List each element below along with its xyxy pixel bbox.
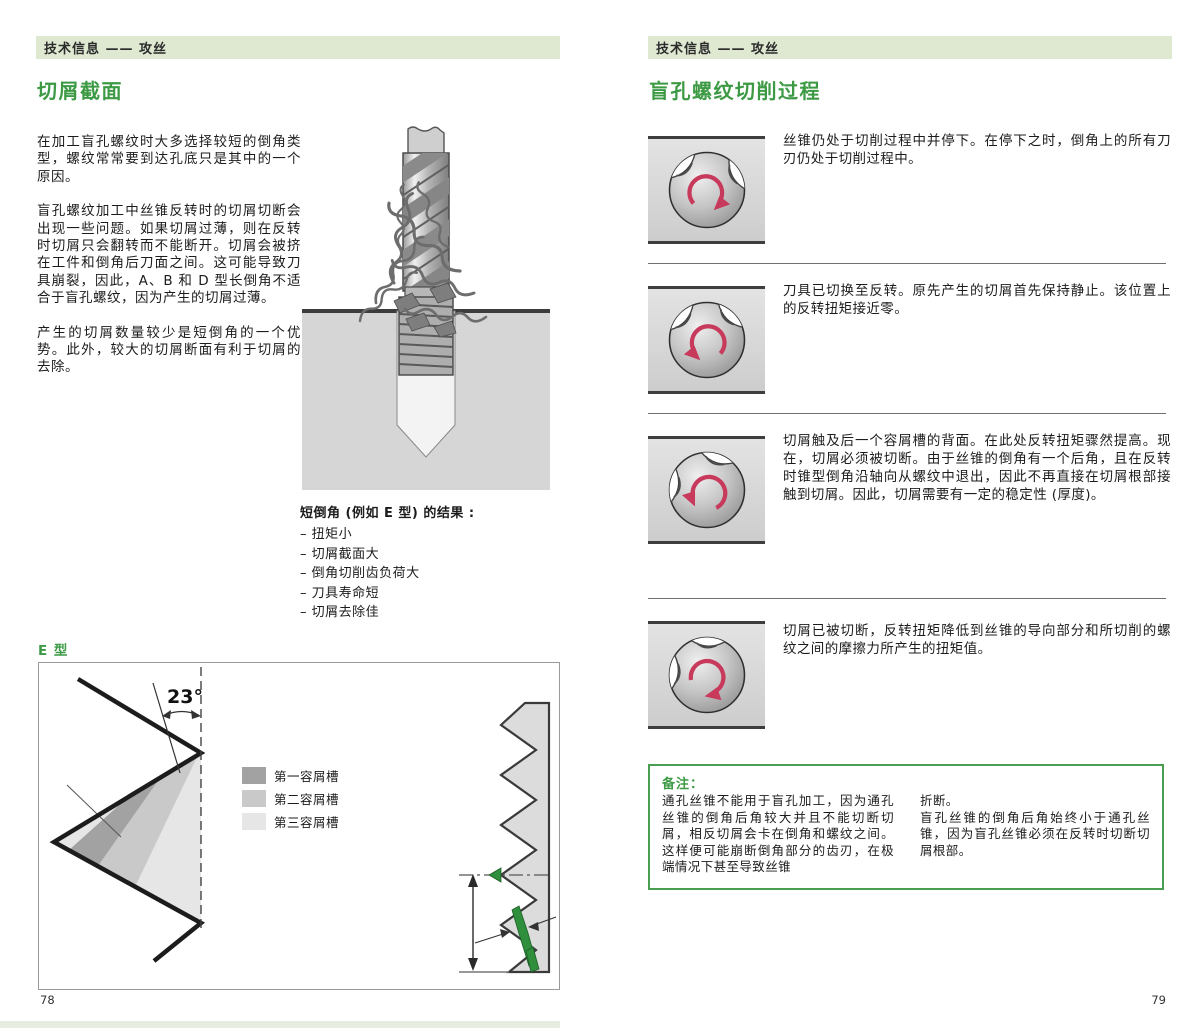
note-column-2-line-1: 折断。	[920, 793, 959, 808]
caption-item: – 刀具寿命短	[300, 585, 380, 601]
legend-label: 第一容屑槽	[274, 769, 340, 784]
note-box: 备注： 通孔丝锥不能用于盲孔加工，因为通孔丝锥的倒角后角较大并且不能切断切屑，相…	[648, 764, 1164, 890]
legend-swatch-second-flute	[242, 790, 266, 807]
step-3-icon-box	[648, 436, 765, 544]
illustration-caption: 短倒角 (例如 E 型) 的结果 : – 扭矩小 – 切屑截面大 – 倒角切削齿…	[300, 502, 550, 623]
caption-item: – 倒角切削齿负荷大	[300, 566, 420, 581]
tap-cross-section-rotate-ccw-icon	[668, 451, 745, 529]
left-body-text: 在加工盲孔螺纹时大多选择较短的倒角类型，螺纹常常要到达孔底只是其中的一个原因。 …	[37, 134, 301, 377]
step-2-text: 刀具已切换至反转。原先产生的切屑首先保持静止。该位置上的反转扭矩接近零。	[783, 283, 1171, 317]
caption-item: – 切屑截面大	[300, 546, 380, 562]
legend-swatch-third-flute	[242, 813, 266, 830]
caption-item: – 切屑去除佳	[300, 605, 380, 620]
paragraph-2: 盲孔螺纹加工中丝锥反转时的切屑切断会出现一些问题。如果切屑过薄，则在反转时切屑只…	[37, 203, 301, 307]
step-4-icon-box	[648, 621, 765, 729]
legend-item-third-flute: 第三容屑槽	[242, 810, 339, 833]
angle-label: 23°	[167, 686, 203, 708]
note-column-1: 通孔丝锥不能用于盲孔加工，因为通孔丝锥的倒角后角较大并且不能切断切屑，相反切屑会…	[662, 793, 894, 875]
step-separator	[648, 413, 1166, 414]
diagram-type-label: E 型	[38, 643, 69, 659]
right-header-text: 技术信息 —— 攻丝	[656, 42, 780, 57]
bottom-edge-strip	[0, 1021, 560, 1028]
legend-label: 第二容屑槽	[274, 792, 340, 807]
thread-profile-drawing: 23°	[49, 667, 557, 974]
caption-title: 短倒角 (例如 E 型) 的结果 :	[300, 506, 475, 521]
step-2-icon-box	[648, 286, 765, 394]
caption-item: – 扭矩小	[300, 527, 353, 542]
page-number-left: 78	[40, 993, 55, 1007]
left-page-title: 切屑截面	[37, 79, 123, 103]
tap-drawing	[302, 126, 550, 490]
note-column-2: 折断。 盲孔丝锥的倒角后角始终小于通孔丝锥，因为盲孔丝锥必须在反转时切断切屑根部…	[920, 793, 1150, 876]
tap-cross-section-rotate-cw-icon	[668, 151, 745, 229]
legend-item-first-flute: 第一容屑槽	[242, 764, 339, 787]
page-number-right: 79	[1151, 993, 1166, 1007]
step-separator	[648, 263, 1166, 264]
step-4-text: 切屑已被切断，反转扭矩降低到丝锥的导向部分和所切削的螺纹之间的摩擦力所产生的扭矩…	[783, 623, 1171, 657]
left-header-bar: 技术信息 —— 攻丝	[36, 36, 560, 59]
step-1-text: 丝锥仍处于切削过程中并停下。在停下之时，倒角上的所有刀刃仍处于切削过程中。	[783, 133, 1171, 167]
left-header-text: 技术信息 —— 攻丝	[44, 42, 168, 57]
note-label: 备注：	[662, 777, 705, 792]
flute-profile-diagram: 23°	[38, 662, 560, 990]
legend-label: 第三容屑槽	[274, 815, 340, 830]
step-3-text: 切屑触及后一个容屑槽的背面。在此处反转扭矩骤然提高。现在，切屑必须被切断。由于丝…	[783, 433, 1171, 503]
right-page-title: 盲孔螺纹切削过程	[649, 79, 821, 103]
paragraph-3: 产生的切屑数量较少是短倒角的一个优势。此外，较大的切屑断面有利于切屑的去除。	[37, 324, 301, 376]
paragraph-1: 在加工盲孔螺纹时大多选择较短的倒角类型，螺纹常常要到达孔底只是其中的一个原因。	[37, 134, 301, 185]
note-columns: 通孔丝锥不能用于盲孔加工，因为通孔丝锥的倒角后角较大并且不能切断切屑，相反切屑会…	[662, 793, 1150, 876]
legend-item-second-flute: 第二容屑槽	[242, 787, 339, 810]
diagram-legend: 第一容屑槽 第二容屑槽 第三容屑槽	[242, 764, 339, 833]
step-separator	[648, 598, 1166, 599]
note-column-2-line-2: 盲孔丝锥的倒角后角始终小于通孔丝锥，因为盲孔丝锥必须在反转时切断切屑根部。	[920, 809, 1150, 858]
tap-illustration	[302, 125, 550, 490]
right-header-bar: 技术信息 —— 攻丝	[648, 36, 1172, 59]
tap-cross-section-rotate-ccw-icon	[668, 301, 745, 379]
step-1-icon-box	[648, 136, 765, 244]
tap-cross-section-rotate-ccw-icon	[668, 636, 745, 714]
legend-swatch-first-flute	[242, 767, 266, 784]
